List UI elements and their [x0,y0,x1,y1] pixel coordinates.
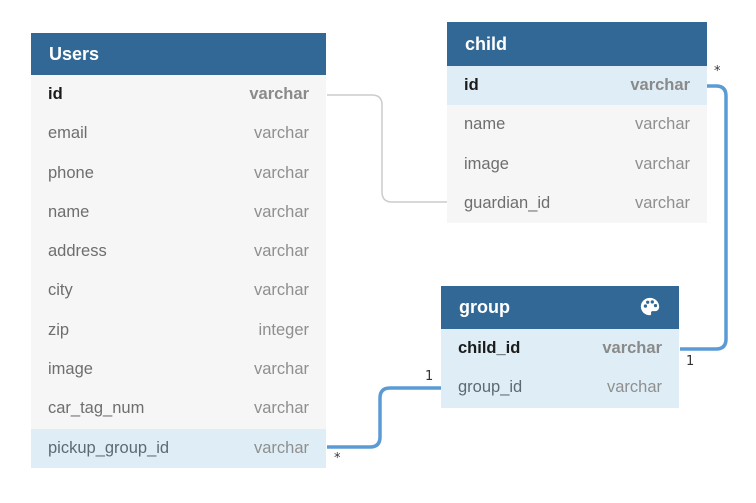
table-row[interactable]: address varchar [31,232,326,271]
table-row[interactable]: car_tag_num varchar [31,389,326,428]
link-users-pickup-group [327,386,441,449]
cardinality-group-group-id: 1 [425,369,434,384]
field-type: varchar [253,360,309,379]
field-name: pickup_group_id [48,438,170,457]
table-users-title: Users [49,44,100,64]
field-type: varchar [253,124,309,143]
table-row[interactable]: phone varchar [31,154,326,193]
field-type: varchar [634,154,690,173]
cardinality-group-child-id: 1 [686,354,695,369]
table-group[interactable]: group child_id varchar group_id varchar [441,286,679,408]
table-row[interactable]: group_id varchar [441,368,679,407]
field-type: varchar [253,202,309,221]
field-name: car_tag_num [48,399,145,418]
table-row[interactable]: name varchar [31,193,326,232]
field-type: varchar [249,85,309,103]
table-group-header[interactable]: group [441,286,679,329]
table-child[interactable]: child id varchar name varchar image varc… [447,22,707,224]
table-row[interactable]: image varchar [447,145,707,184]
field-type: varchar [634,193,690,212]
field-name: email [48,124,88,143]
table-row[interactable]: pickup_group_id varchar [31,428,326,468]
field-name: guardian_id [464,193,551,212]
field-name: id [464,76,479,94]
field-type: varchar [602,339,662,357]
field-name: city [48,281,73,300]
field-name: address [48,242,107,261]
field-name: image [464,154,509,173]
field-type: varchar [634,115,690,134]
table-row[interactable]: child_id varchar [441,329,679,368]
field-type: varchar [630,76,690,94]
table-users[interactable]: Users id varchar email varchar phone var… [31,33,326,468]
table-row[interactable]: image varchar [31,350,326,389]
table-row[interactable]: email varchar [31,114,326,153]
field-name: name [48,202,90,221]
field-type: integer [258,320,309,339]
field-name: id [48,85,63,103]
table-child-title: child [465,34,508,54]
cardinality-users-pickup: * [334,451,341,466]
table-child-header[interactable]: child [447,22,707,66]
palette-icon[interactable] [639,296,661,318]
field-type: varchar [253,163,309,182]
field-type: varchar [253,242,309,261]
table-row[interactable]: zip integer [31,311,326,350]
table-row[interactable]: city varchar [31,271,326,310]
table-users-header[interactable]: Users [31,33,326,75]
table-group-title: group [459,297,510,317]
field-name: zip [48,320,70,339]
field-name: child_id [458,339,521,357]
table-row[interactable]: id varchar [31,75,326,114]
field-type: varchar [253,281,309,300]
table-row[interactable]: id varchar [447,66,707,106]
table-row[interactable]: name varchar [447,105,707,144]
field-name: group_id [458,378,523,397]
cardinality-child-id: * [714,64,721,79]
field-type: varchar [253,438,309,457]
field-type: varchar [253,399,309,418]
link-users-id-child-guardian [327,94,447,203]
table-row[interactable]: guardian_id varchar [447,184,707,223]
field-name: name [464,115,506,134]
field-type: varchar [606,378,662,397]
field-name: phone [48,163,94,182]
field-name: image [48,360,93,379]
